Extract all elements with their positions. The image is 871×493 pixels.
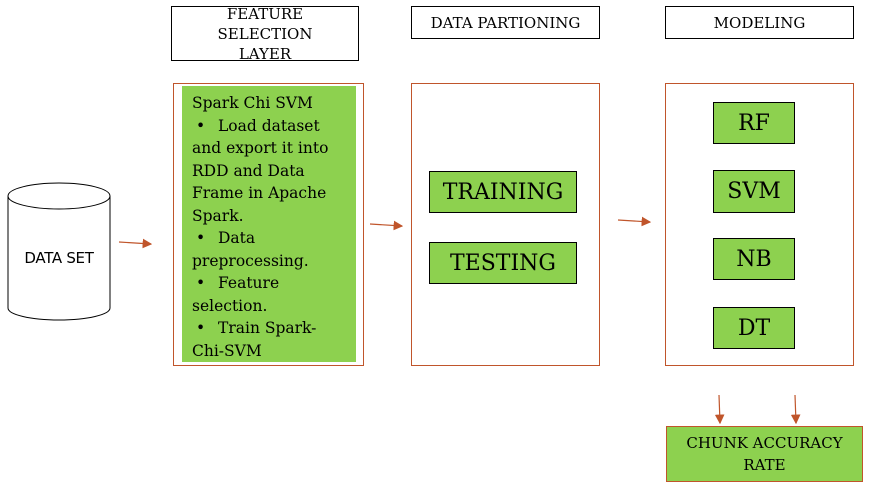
model-rf-label: RF: [738, 110, 770, 136]
bullet-marker: •: [196, 116, 206, 135]
arrow-partition-to-modeling: [617, 216, 652, 227]
bullet-text: Frame in Apache: [192, 184, 327, 202]
feature-panel-title: Spark Chi SVM: [192, 94, 313, 112]
model-rf-box: RF: [713, 102, 795, 144]
arrow-dataset-to-feature: [118, 238, 153, 249]
bullet-text: preprocessing.: [192, 251, 309, 270]
arrow-modeling-to-output-left: [714, 394, 725, 425]
bullet-marker: •: [196, 274, 206, 292]
bullet-item: • Load dataset: [192, 115, 348, 138]
database-icon: [7, 182, 111, 321]
model-dt-box: DT: [713, 307, 795, 349]
testing-label: TESTING: [450, 250, 556, 276]
bullet-text: Load dataset: [218, 116, 320, 135]
header-data-partitioning: DATA PARTIONING: [411, 6, 600, 39]
arrow-modeling-to-output-right: [790, 394, 801, 425]
model-nb-label: NB: [736, 246, 772, 272]
header-feature-selection: FEATURE SELECTION LAYER: [171, 4, 359, 63]
bullet-text: Chi-SVM: [192, 341, 262, 360]
bullet-item: • Data: [192, 227, 348, 250]
bullet-text: Data: [218, 229, 256, 247]
bullet-text: RDD and Data: [192, 161, 305, 180]
bullet-marker: •: [196, 229, 206, 247]
chunk-accuracy-label: CHUNK ACCURACY RATE: [686, 434, 843, 474]
header-modeling: MODELING: [665, 6, 854, 39]
dataset-label: DATA SET: [24, 249, 94, 267]
testing-box: TESTING: [429, 242, 577, 284]
bullet-text: Spark.: [192, 206, 244, 225]
header-modeling-label: MODELING: [713, 13, 806, 32]
bullet-item: • Feature: [192, 272, 348, 295]
bullet-text: Train Spark-: [218, 319, 317, 337]
header-data-partitioning-label: DATA PARTIONING: [430, 13, 581, 32]
bullet-text: and export it into: [192, 139, 329, 157]
bullet-marker: •: [196, 319, 206, 337]
header-feature-selection-label: FEATURE SELECTION LAYER: [217, 4, 313, 63]
data-partitioning-frame: [411, 83, 600, 366]
training-box: TRAINING: [429, 171, 577, 213]
bullet-text: Feature: [218, 274, 280, 292]
feature-selection-panel: Spark Chi SVM • Load dataset and export i…: [182, 86, 356, 362]
model-nb-box: NB: [713, 238, 795, 280]
model-dt-label: DT: [737, 315, 771, 341]
model-svm-label: SVM: [727, 179, 781, 204]
arrow-feature-to-partition: [369, 220, 404, 231]
bullet-text: selection.: [192, 296, 268, 315]
chunk-accuracy-box: CHUNK ACCURACY RATE: [666, 426, 863, 482]
training-label: TRAINING: [442, 179, 564, 205]
bullet-item: • Train Spark-: [192, 317, 348, 340]
model-svm-box: SVM: [713, 170, 795, 213]
